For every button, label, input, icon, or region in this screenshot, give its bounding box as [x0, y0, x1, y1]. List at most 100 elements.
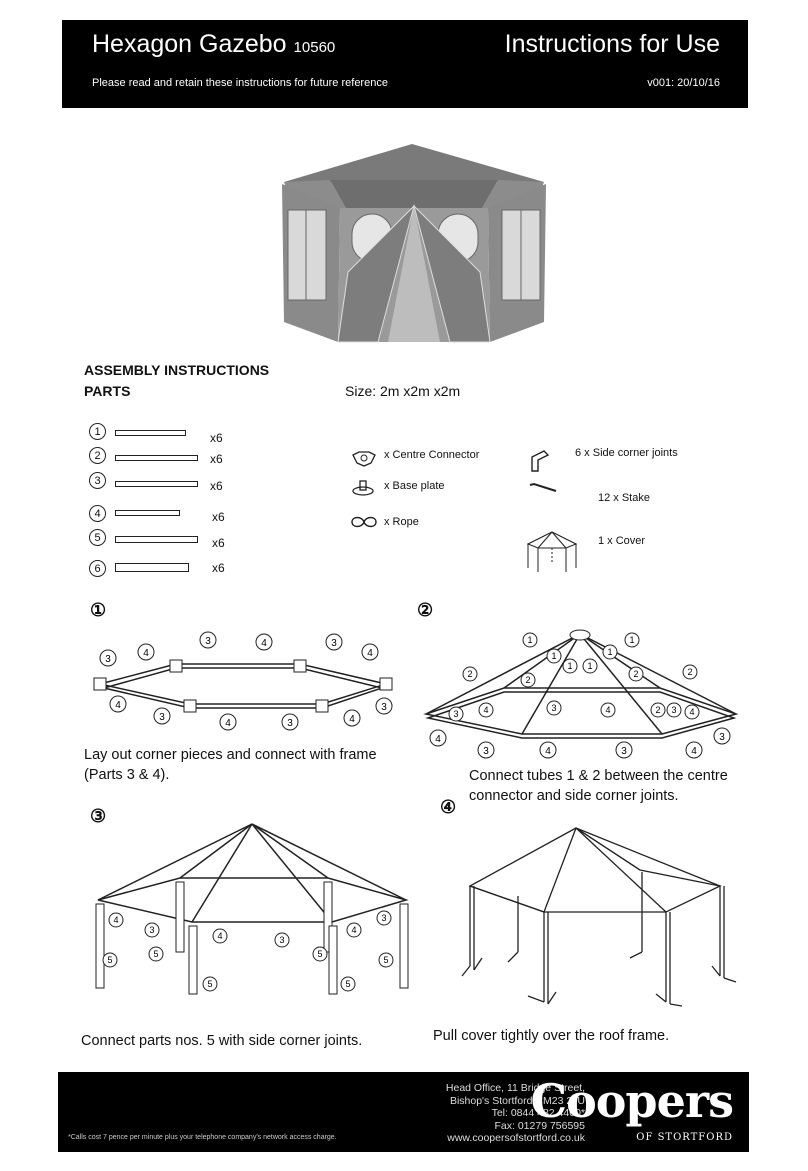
- part-qty: x6: [210, 431, 223, 445]
- step-2-text: Connect tubes 1 & 2 between the centre c…: [469, 768, 728, 804]
- svg-text:4: 4: [689, 707, 694, 717]
- step-number: ①: [90, 600, 107, 621]
- rope-label: x Rope: [384, 516, 419, 528]
- svg-text:3: 3: [719, 732, 725, 743]
- svg-text:3: 3: [551, 703, 556, 713]
- footer-bar: Head Office, 11 Bridge Street, Bishop's …: [58, 1072, 749, 1152]
- svg-text:4: 4: [349, 714, 355, 725]
- svg-text:4: 4: [483, 705, 488, 715]
- centre-connector-icon: [352, 451, 376, 467]
- svg-text:3: 3: [331, 638, 337, 649]
- address-line: Head Office, 11 Bridge Street,: [445, 1082, 585, 1094]
- header-subtitle: Please read and retain these instruction…: [92, 77, 388, 89]
- svg-text:1: 1: [587, 661, 592, 671]
- step-number: ③: [90, 806, 107, 827]
- phone-line: Tel: 0844 482 4400*: [491, 1107, 585, 1119]
- svg-text:2: 2: [687, 667, 692, 677]
- pole-part-1: [115, 430, 186, 436]
- step-number: ②: [417, 600, 434, 621]
- svg-text:4: 4: [261, 638, 267, 649]
- svg-text:3: 3: [205, 636, 211, 647]
- part-number: 3: [89, 472, 106, 489]
- header-bar: Hexagon Gazebo 10560 Instructions for Us…: [62, 20, 748, 108]
- pole-part-4: [115, 510, 180, 516]
- part-qty: x6: [210, 452, 223, 466]
- centre-connector-label: x Centre Connector: [384, 449, 480, 461]
- step-4-text: Pull cover tightly over the roof frame.: [433, 1028, 670, 1044]
- logo-subtitle: OF STORTFORD: [636, 1132, 733, 1143]
- step-1-text: Lay out corner pieces and connect with f…: [84, 747, 377, 783]
- document-title: Instructions for Use: [504, 30, 720, 58]
- version-label: v001: 20/10/16: [647, 77, 720, 89]
- part-number: 5: [89, 529, 106, 546]
- svg-text:1: 1: [567, 661, 572, 671]
- stake-label: 12 x Stake: [598, 492, 650, 504]
- call-cost-note: *Calls cost 7 pence per minute plus your…: [68, 1134, 337, 1141]
- step-2-diagram: 1 1 1 1 1 1 2 2 2 2 3 4 3 4 2 3 4 4 3 4 …: [423, 629, 739, 759]
- svg-text:5: 5: [107, 955, 112, 965]
- svg-text:2: 2: [525, 675, 530, 685]
- svg-text:3: 3: [483, 746, 489, 757]
- svg-text:1: 1: [527, 635, 532, 645]
- svg-text:5: 5: [317, 949, 322, 959]
- svg-text:4: 4: [367, 648, 373, 659]
- svg-text:4: 4: [113, 915, 118, 925]
- step-3-diagram: 4 3 4 3 4 3 5 5 5 5 5 5: [95, 823, 409, 995]
- parts-heading: PARTS: [84, 383, 131, 399]
- svg-text:4: 4: [691, 746, 697, 757]
- cover-label: 1 x Cover: [598, 535, 646, 547]
- svg-text:2: 2: [633, 669, 638, 679]
- svg-text:2: 2: [467, 669, 472, 679]
- svg-text:3: 3: [287, 718, 293, 729]
- svg-text:5: 5: [153, 949, 158, 959]
- part-qty: x6: [210, 479, 223, 493]
- svg-text:3: 3: [453, 709, 458, 719]
- part-qty: x6: [212, 536, 225, 550]
- step-number: ④: [440, 797, 457, 818]
- step-4-diagram: [461, 827, 737, 1007]
- svg-text:5: 5: [207, 979, 212, 989]
- step-1-diagram: 3 4 3 4 3 4 4 3 4 3 4 3: [93, 631, 393, 731]
- svg-text:3: 3: [381, 702, 387, 713]
- svg-text:4: 4: [217, 931, 222, 941]
- base-plate-label: x Base plate: [384, 480, 445, 492]
- svg-text:4: 4: [351, 925, 356, 935]
- pole-part-2: [115, 455, 198, 461]
- part-qty: x6: [212, 510, 225, 524]
- side-corner-label: 6 x Side corner joints: [575, 447, 678, 459]
- part-number: 2: [89, 447, 106, 464]
- stake-icon: [529, 482, 557, 492]
- svg-text:2: 2: [655, 705, 660, 715]
- svg-text:3: 3: [381, 913, 386, 923]
- pole-part-5: [115, 536, 198, 543]
- website-link[interactable]: www.coopersofstortford.co.uk: [447, 1132, 585, 1144]
- svg-text:1: 1: [551, 651, 556, 661]
- coopers-logo: Coopers: [530, 1074, 734, 1128]
- assembly-heading: ASSEMBLY INSTRUCTIONS: [84, 362, 270, 378]
- svg-text:1: 1: [629, 635, 634, 645]
- svg-text:3: 3: [621, 746, 627, 757]
- svg-text:3: 3: [671, 705, 676, 715]
- fax-line: Fax: 01279 756595: [494, 1119, 586, 1132]
- svg-text:3: 3: [159, 712, 165, 723]
- svg-text:3: 3: [279, 935, 284, 945]
- pole-part-6: [115, 563, 189, 572]
- svg-text:4: 4: [435, 734, 441, 745]
- base-plate-icon: [352, 480, 374, 496]
- cover-icon: [526, 531, 578, 572]
- gazebo-photo: [282, 144, 546, 343]
- svg-text:4: 4: [115, 700, 121, 711]
- svg-text:4: 4: [545, 746, 551, 757]
- size-label: Size: 2m x2m x2m: [345, 383, 461, 399]
- svg-text:3: 3: [149, 925, 154, 935]
- part-number: 6: [89, 560, 106, 577]
- address-line: Bishop's Stortford CM23 2JU: [449, 1094, 585, 1107]
- svg-text:4: 4: [143, 648, 149, 659]
- pole-part-3: [115, 481, 198, 487]
- side-corner-joint-icon: [531, 450, 550, 472]
- svg-text:4: 4: [225, 718, 231, 729]
- part-qty: x6: [212, 561, 225, 575]
- step-3-text: Connect parts nos. 5 with side corner jo…: [81, 1033, 363, 1049]
- address-block: Head Office, 11 Bridge Street, Bishop's …: [446, 1082, 585, 1145]
- svg-text:5: 5: [383, 955, 388, 965]
